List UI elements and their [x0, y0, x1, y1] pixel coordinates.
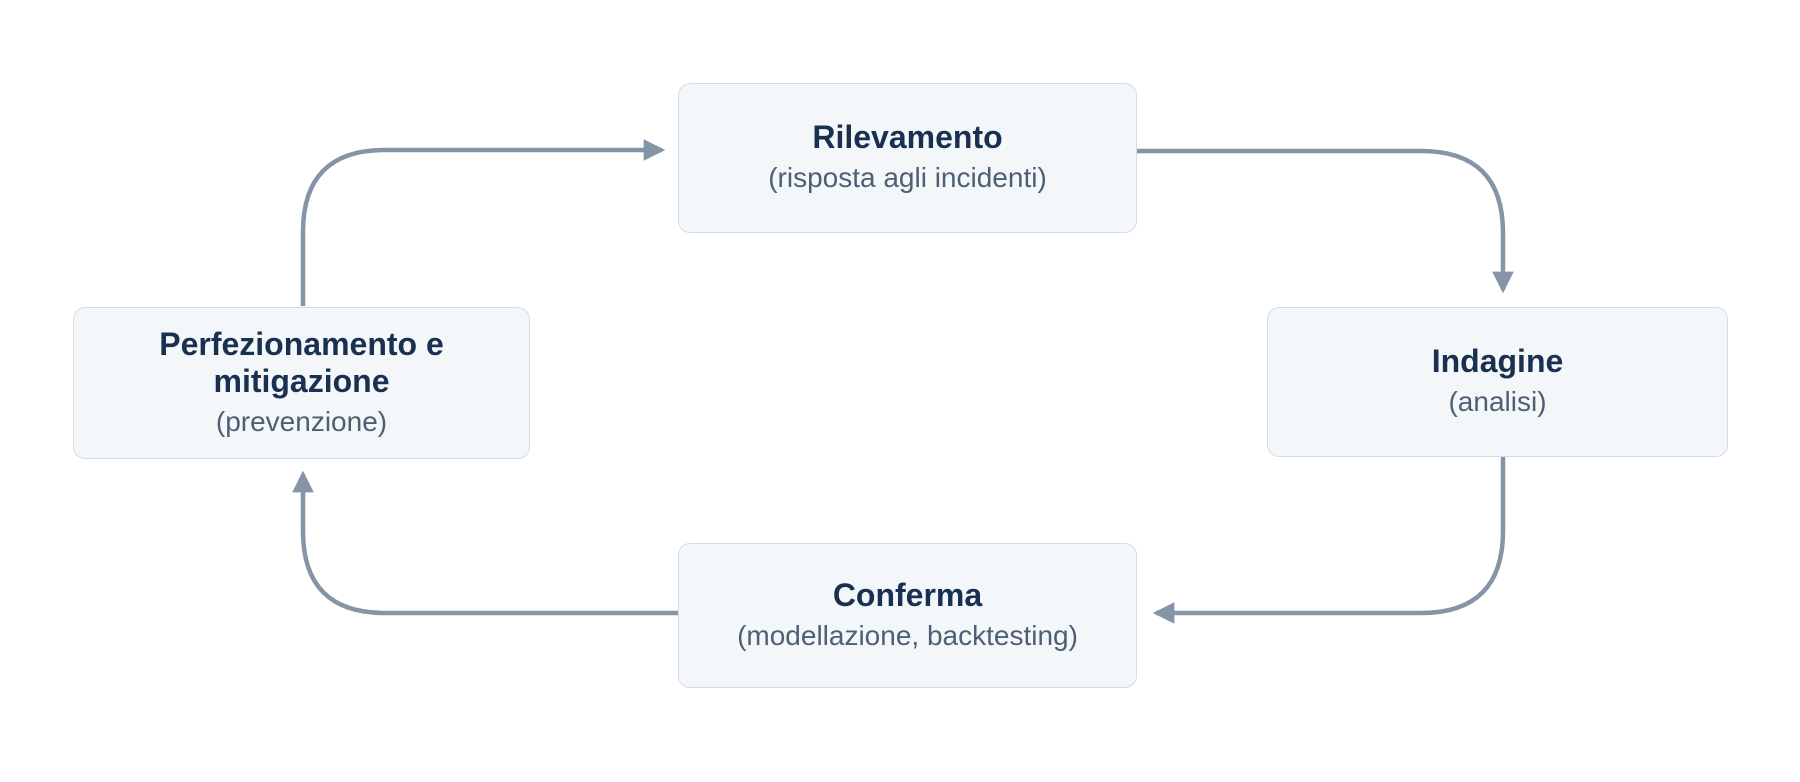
arrow-conferma-to-perfezionamento [292, 470, 678, 616]
node-conferma: Conferma (modellazione, backtesting) [678, 543, 1137, 688]
node-subtitle: (modellazione, backtesting) [737, 619, 1078, 651]
arrow-indagine-to-conferma [1152, 457, 1506, 624]
node-subtitle: (analisi) [1448, 386, 1547, 418]
node-subtitle: (risposta agli incidenti) [768, 162, 1047, 194]
node-title: Conferma [832, 576, 983, 613]
node-title: Indagine [1431, 343, 1564, 380]
arrow-rilevamento-to-indagine [1137, 148, 1514, 294]
node-subtitle: (prevenzione) [215, 406, 388, 438]
node-title: Perfezionamento e mitigazione [159, 325, 444, 400]
arrow-perfezionamento-to-rilevamento [300, 139, 666, 306]
node-perfezionamento: Perfezionamento e mitigazione (prevenzio… [73, 307, 530, 459]
node-indagine: Indagine (analisi) [1267, 307, 1728, 457]
node-rilevamento: Rilevamento (risposta agli incidenti) [678, 83, 1137, 233]
node-title: Rilevamento [812, 119, 1003, 156]
